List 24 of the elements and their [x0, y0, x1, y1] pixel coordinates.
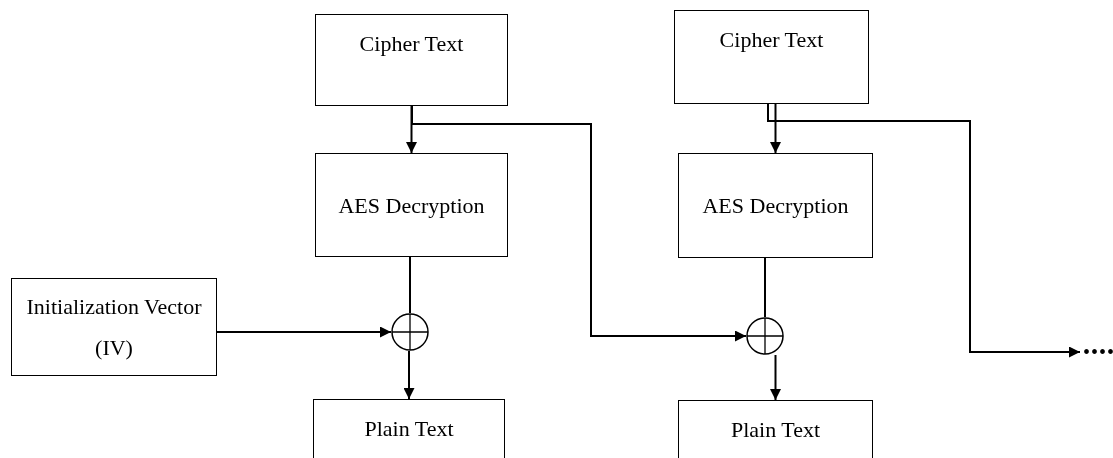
process-box — [315, 153, 508, 257]
box-label: Cipher Text — [359, 30, 464, 58]
process-box — [674, 10, 869, 104]
xor-symbol — [391, 313, 429, 351]
arrow — [770, 103, 781, 154]
box-label: AES Decryption — [338, 191, 485, 220]
arrow — [403, 350, 415, 400]
arrow — [216, 326, 392, 338]
process-box — [313, 399, 505, 458]
process-box — [315, 14, 508, 106]
box-label: Cipher Text — [719, 26, 824, 54]
box-label: AES Decryption — [702, 192, 849, 220]
box-label: Plain Text — [730, 416, 821, 444]
connector-line — [409, 256, 411, 314]
arrow — [767, 103, 1081, 358]
box-label: Initialization Vector (IV) — [26, 293, 202, 362]
xor-symbol — [746, 317, 784, 355]
arrow — [770, 354, 781, 401]
connector-line — [764, 257, 766, 318]
arrow — [411, 105, 747, 342]
process-box — [678, 153, 873, 258]
process-box — [678, 400, 873, 458]
process-box — [11, 278, 217, 376]
box-label: Plain Text — [364, 415, 454, 443]
